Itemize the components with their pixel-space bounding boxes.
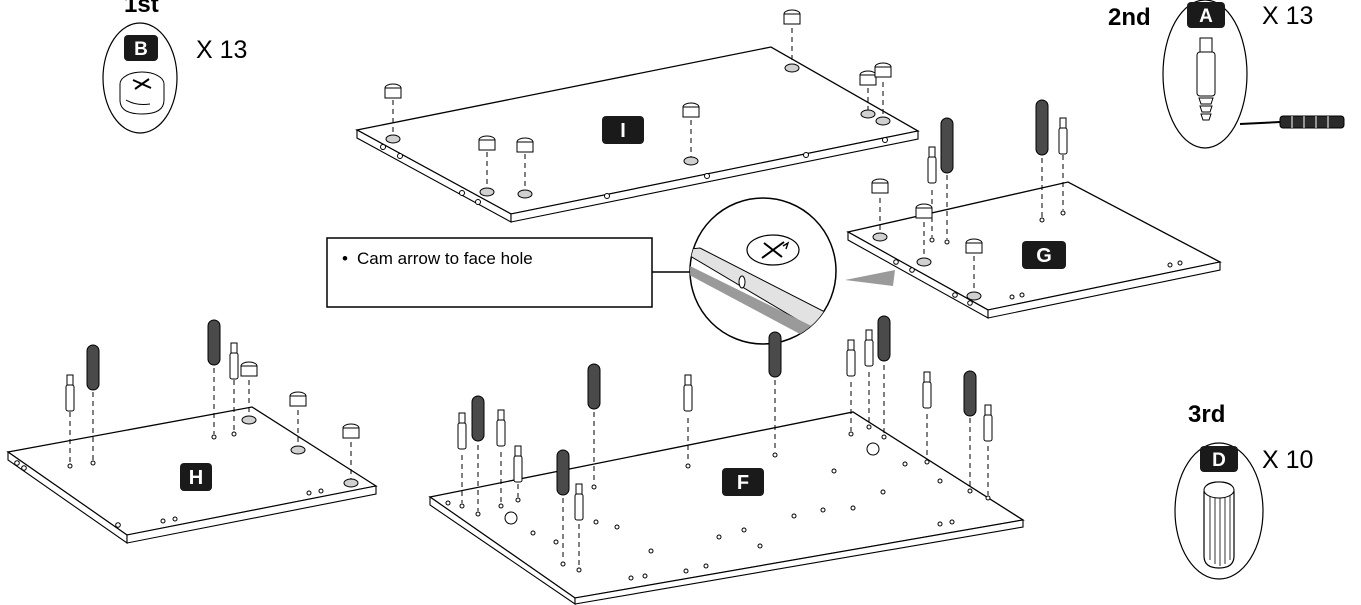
part-a-letter: A <box>1199 6 1213 27</box>
panel-i-label: I <box>620 120 626 142</box>
panel-i-badge <box>602 116 644 144</box>
step-2-callout: 2nd A X 13 <box>1108 0 1345 149</box>
panel-g-fittings <box>871 99 1068 301</box>
zoom-detail <box>689 197 837 345</box>
part-b-letter: B <box>134 39 148 60</box>
panel-f: F <box>428 315 1025 605</box>
part-b-quantity: X 13 <box>196 36 247 64</box>
panel-f-badge <box>722 468 764 496</box>
panel-g-label: G <box>1036 245 1052 267</box>
part-d-badge <box>1200 446 1238 472</box>
step-3-label: 3rd <box>1188 401 1225 428</box>
cam-lock-icon <box>119 71 165 115</box>
panel-h-fittings <box>65 319 360 488</box>
panel-f-fittings <box>457 315 993 573</box>
panel-h-edge-holes <box>14 460 324 528</box>
part-d-quantity: X 10 <box>1262 446 1313 474</box>
part-a-badge <box>1187 2 1225 28</box>
step-3-callout: 3rd D X 10 <box>1174 401 1313 580</box>
panel-f-surface-holes <box>445 442 955 581</box>
panel-h-label: H <box>189 467 203 489</box>
screwdriver-icon <box>1239 115 1345 129</box>
panel-i: I <box>355 9 920 223</box>
panel-g-badge <box>1022 241 1066 269</box>
note-text: Cam arrow to face hole <box>357 249 533 268</box>
step-2-label: 2nd <box>1108 4 1151 31</box>
panel-i-edge-holes <box>380 137 888 205</box>
part-b-badge <box>124 35 158 61</box>
panel-g: G <box>845 99 1222 319</box>
panel-g-edge-holes <box>893 259 1183 306</box>
part-a-quantity: X 13 <box>1262 2 1313 30</box>
note-callout: • Cam arrow to face hole <box>326 237 692 308</box>
note-bullet: • <box>342 249 348 268</box>
wooden-dowel-icon <box>1203 481 1235 569</box>
panel-i-cam-fittings <box>384 9 892 199</box>
panel-h-badge <box>180 463 212 491</box>
step-1-callout: 1st B X 13 <box>102 0 247 134</box>
part-d-letter: D <box>1212 450 1226 471</box>
cam-bolt-icon <box>1196 37 1216 121</box>
step-1-label: 1st <box>124 0 159 18</box>
panel-h: H <box>6 319 378 545</box>
zoom-pointer-arrow <box>845 270 895 286</box>
note-box <box>326 237 653 308</box>
panel-f-label: F <box>737 472 749 494</box>
